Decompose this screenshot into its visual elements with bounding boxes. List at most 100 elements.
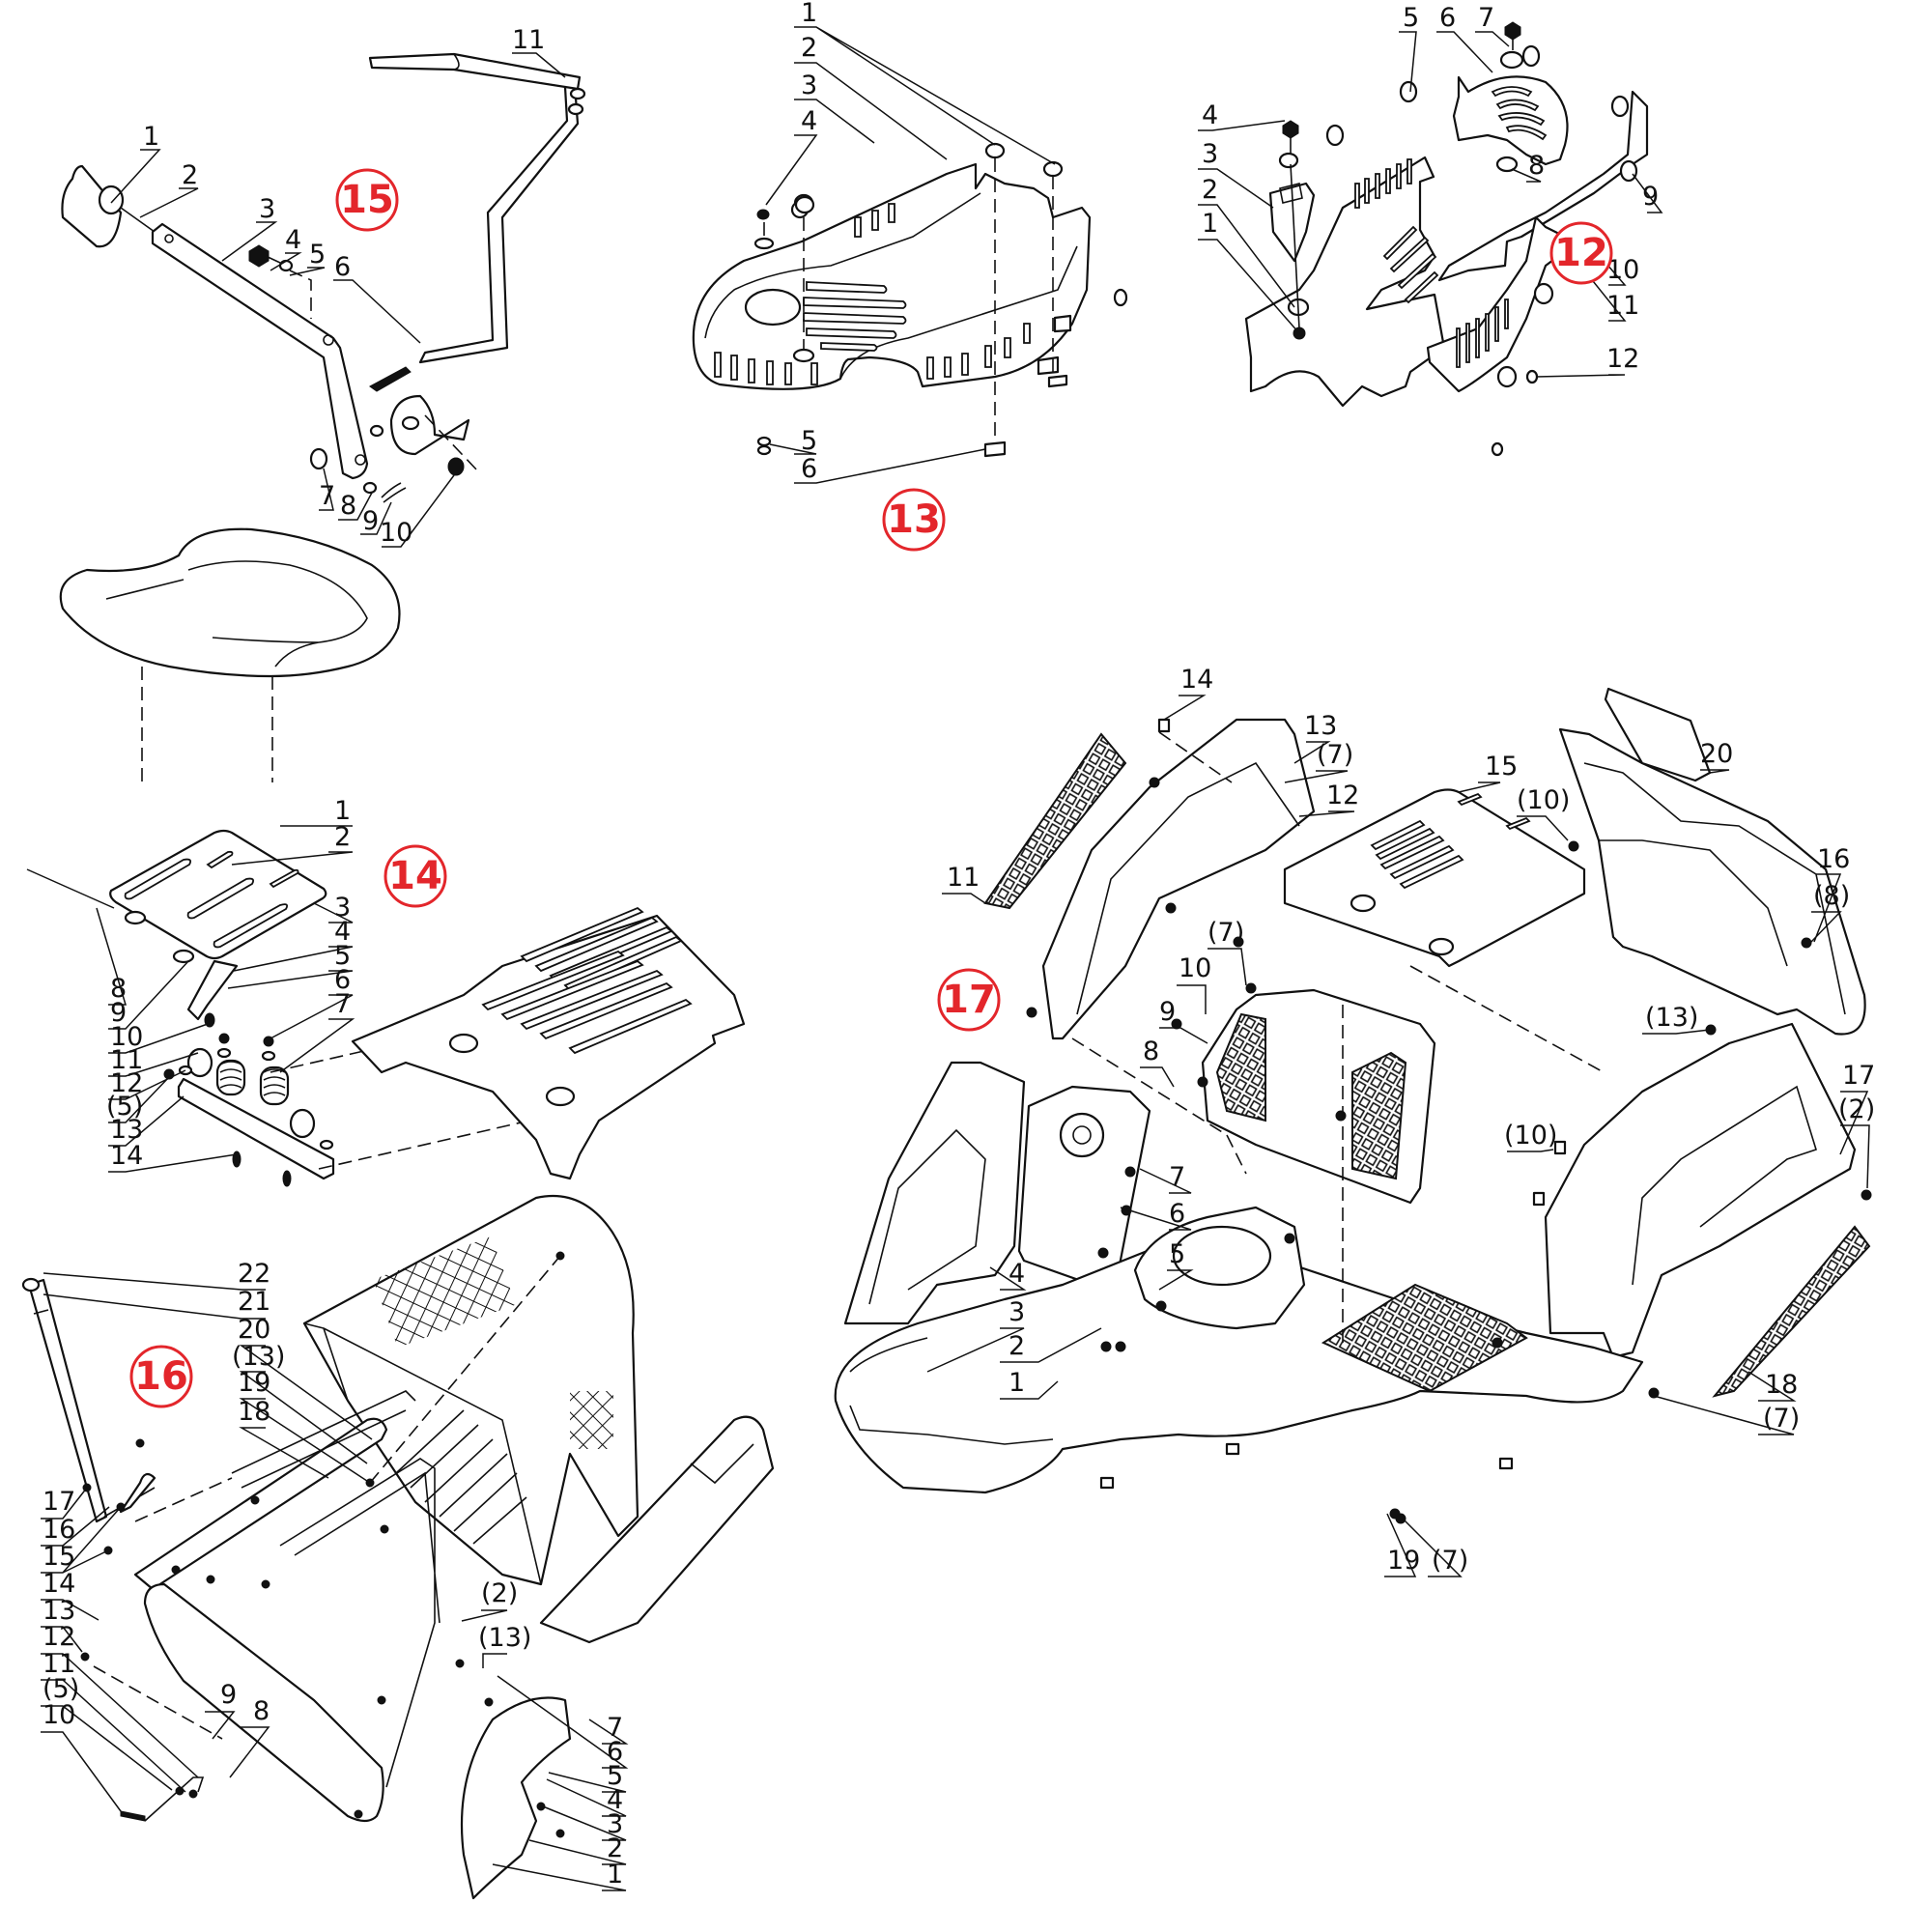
front-fender-left bbox=[843, 1061, 1026, 1325]
callout-17-10c: (10) bbox=[1504, 1121, 1557, 1151]
callout-16-13a: (13) bbox=[232, 1342, 285, 1372]
callout-15-6: 6 bbox=[334, 252, 351, 282]
hood-frame bbox=[1558, 727, 1866, 1036]
assembly-badge-17: 17 bbox=[937, 968, 1001, 1032]
callout-12-8: 8 bbox=[1528, 151, 1545, 181]
callout-17-16: 16 bbox=[1817, 844, 1850, 874]
callout-17-5: 5 bbox=[1169, 1239, 1185, 1269]
seat-cushion bbox=[59, 527, 401, 678]
labels-17: 14 13 (7) 12 11 15 (10) 20 16 (8) (7) 10… bbox=[926, 665, 1875, 1577]
catcher-handle bbox=[143, 1582, 384, 1823]
callout-12-1: 1 bbox=[1202, 209, 1218, 239]
callout-15-2: 2 bbox=[182, 160, 198, 190]
callout-12-12: 12 bbox=[1606, 344, 1639, 374]
callout-17-7b: (7) bbox=[1208, 918, 1244, 948]
callout-14-3: 3 bbox=[334, 893, 351, 923]
callout-12-11: 11 bbox=[1606, 291, 1639, 321]
callout-17-17: 17 bbox=[1842, 1061, 1875, 1091]
callout-17-18: 18 bbox=[1765, 1370, 1798, 1400]
callout-15-9: 9 bbox=[362, 506, 379, 536]
callout-15-3: 3 bbox=[259, 194, 275, 224]
body-hardware bbox=[1026, 718, 1872, 1524]
labels-12: 1 2 3 4 5 6 7 8 9 10 11 12 bbox=[1198, 3, 1663, 378]
callout-16-3: 3 bbox=[607, 1809, 623, 1839]
callout-12-2: 2 bbox=[1202, 175, 1218, 205]
seat-opening bbox=[1172, 1225, 1272, 1287]
floor-plate bbox=[1283, 788, 1586, 968]
callout-17-2: 2 bbox=[1009, 1331, 1025, 1361]
assembly-badge-15: 15 bbox=[335, 168, 399, 232]
left-guard-plate bbox=[1244, 156, 1446, 408]
seat-rail bbox=[177, 1077, 335, 1180]
left-bracket bbox=[1268, 182, 1316, 263]
lever-knob bbox=[61, 164, 123, 248]
callout-16-4: 4 bbox=[607, 1785, 623, 1815]
callout-17-19: 19 bbox=[1387, 1546, 1420, 1576]
assembly-badge-14: 14 bbox=[384, 844, 447, 908]
callout-14-9: 9 bbox=[110, 998, 127, 1028]
callout-14-12: 12 bbox=[110, 1068, 143, 1098]
assembly-badge-16: 16 bbox=[129, 1345, 193, 1408]
side-grille-left bbox=[983, 732, 1127, 910]
svg-text:13: 13 bbox=[887, 497, 941, 542]
callout-17-7a: (7) bbox=[1317, 740, 1353, 770]
callout-17-7: 7 bbox=[1169, 1162, 1185, 1192]
knob-end bbox=[98, 185, 125, 215]
callout-17-2b: (2) bbox=[1838, 1094, 1875, 1124]
chute bbox=[539, 1415, 775, 1644]
bag-mesh bbox=[570, 1391, 613, 1449]
assembly-badge-13: 13 bbox=[882, 488, 946, 552]
callout-16-6: 6 bbox=[607, 1737, 623, 1767]
control-arm bbox=[418, 83, 580, 364]
callout-13-6: 6 bbox=[801, 454, 817, 484]
callout-14-5: 5 bbox=[334, 941, 351, 971]
callout-17-8: 8 bbox=[1143, 1037, 1159, 1066]
callout-14-5b: (5) bbox=[106, 1092, 143, 1122]
callout-15-1: 1 bbox=[143, 122, 159, 152]
washer-icon bbox=[278, 259, 294, 272]
callout-16-1: 1 bbox=[607, 1860, 623, 1889]
hood-insert bbox=[1604, 687, 1712, 782]
cover-boss bbox=[744, 288, 802, 327]
seat-plate bbox=[109, 829, 327, 960]
callout-15-10: 10 bbox=[380, 518, 412, 548]
callout-15-8: 8 bbox=[340, 491, 356, 521]
right-guard-top bbox=[1452, 75, 1569, 166]
callout-14-13: 13 bbox=[110, 1115, 143, 1145]
callout-12-4: 4 bbox=[1202, 100, 1218, 130]
callout-14-10: 10 bbox=[110, 1022, 143, 1052]
assembly-14-seat: 1 2 3 4 5 6 7 8 9 10 11 12 (5) bbox=[26, 527, 746, 1187]
front-guard-plate bbox=[1426, 215, 1567, 393]
callout-16-15: 15 bbox=[43, 1542, 75, 1572]
callout-14-8: 8 bbox=[110, 974, 127, 1004]
svg-text:16: 16 bbox=[134, 1354, 188, 1399]
assembly-12-frame-guards: 1 2 3 4 5 6 7 8 9 10 11 12 12 bbox=[1198, 3, 1663, 457]
callout-14-1: 1 bbox=[334, 796, 351, 826]
callout-17-9: 9 bbox=[1159, 997, 1176, 1027]
callout-17-14: 14 bbox=[1180, 665, 1213, 695]
callout-17-4: 4 bbox=[1009, 1259, 1025, 1289]
callout-13-2: 2 bbox=[801, 33, 817, 63]
callout-16-2: (2) bbox=[481, 1578, 518, 1608]
labels-13: 1 2 3 4 5 6 bbox=[765, 0, 1056, 484]
bag-floor-ribs bbox=[395, 1409, 527, 1545]
callout-14-14: 14 bbox=[110, 1141, 143, 1171]
lower-body bbox=[834, 1235, 1644, 1494]
arm-top-plate bbox=[368, 52, 582, 91]
belt-cover-body bbox=[692, 162, 1092, 390]
rubber-mount bbox=[289, 1108, 316, 1139]
rubber-mount bbox=[186, 1047, 213, 1078]
callout-14-11: 11 bbox=[110, 1045, 143, 1075]
callout-14-2: 2 bbox=[334, 822, 351, 852]
callout-16-8: 8 bbox=[253, 1696, 270, 1726]
callout-16-17: 17 bbox=[43, 1487, 75, 1517]
floor-plate-slots bbox=[1370, 792, 1531, 890]
callout-12-7: 7 bbox=[1478, 3, 1494, 33]
callout-16-11: 11 bbox=[43, 1649, 75, 1679]
callout-17-3: 3 bbox=[1009, 1297, 1025, 1327]
assembly-15-lever: 1 2 3 4 5 6 7 8 9 10 11 15 bbox=[61, 25, 586, 548]
callout-12-3: 3 bbox=[1202, 139, 1218, 169]
labels-14: 1 2 3 4 5 6 7 8 9 10 11 12 (5) bbox=[96, 796, 355, 1173]
callout-17-13: 13 bbox=[1304, 711, 1337, 741]
callout-16-5b: 5 bbox=[607, 1761, 623, 1791]
